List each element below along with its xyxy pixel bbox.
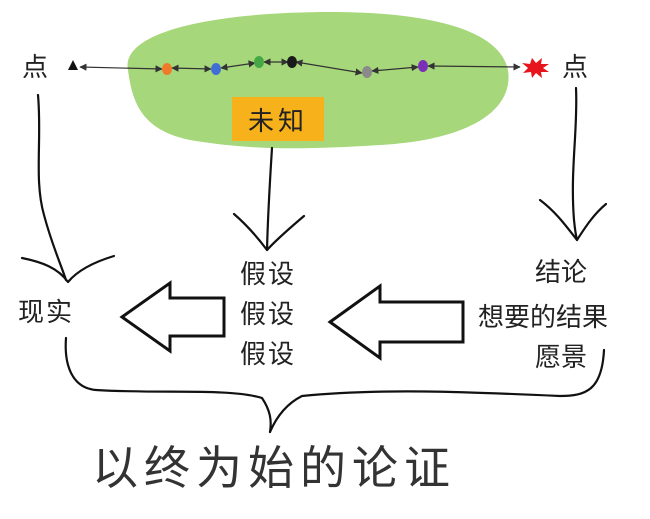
- conclusion-label: 结论: [535, 258, 588, 288]
- bottom-caption: 以终为始的论证: [92, 441, 456, 495]
- node-green-dot: [254, 56, 264, 68]
- arrow-conclusion-to-hypotheses: [327, 283, 465, 361]
- node-black-dot: [287, 56, 297, 68]
- path-arrows: [79, 58, 521, 76]
- node-gray-dot: [362, 66, 372, 78]
- end-star-icon: [522, 58, 549, 78]
- node-orange-dot: [162, 63, 172, 75]
- node-purple-dot: [418, 60, 428, 72]
- unknown-region-blob: [127, 12, 509, 149]
- unknown-label: 未知: [247, 106, 308, 137]
- hypothesis-label-3: 假设: [240, 340, 297, 370]
- desired-result-label: 想要的结果: [478, 303, 609, 333]
- node-blue-dot: [211, 63, 221, 75]
- arrow-hypotheses-to-reality: [119, 280, 226, 354]
- right-point-label: 点: [562, 53, 589, 83]
- hypothesis-label-1: 假设: [240, 260, 297, 290]
- vision-label: 愿景: [535, 343, 588, 373]
- reality-label: 现实: [18, 298, 75, 328]
- left-point-label: 点: [22, 53, 49, 83]
- hypothesis-label-2: 假设: [240, 300, 297, 330]
- hand-drawn-strokes: [20, 86, 608, 434]
- start-triangle: [68, 60, 78, 70]
- unknown-label-box: 未知: [232, 97, 324, 141]
